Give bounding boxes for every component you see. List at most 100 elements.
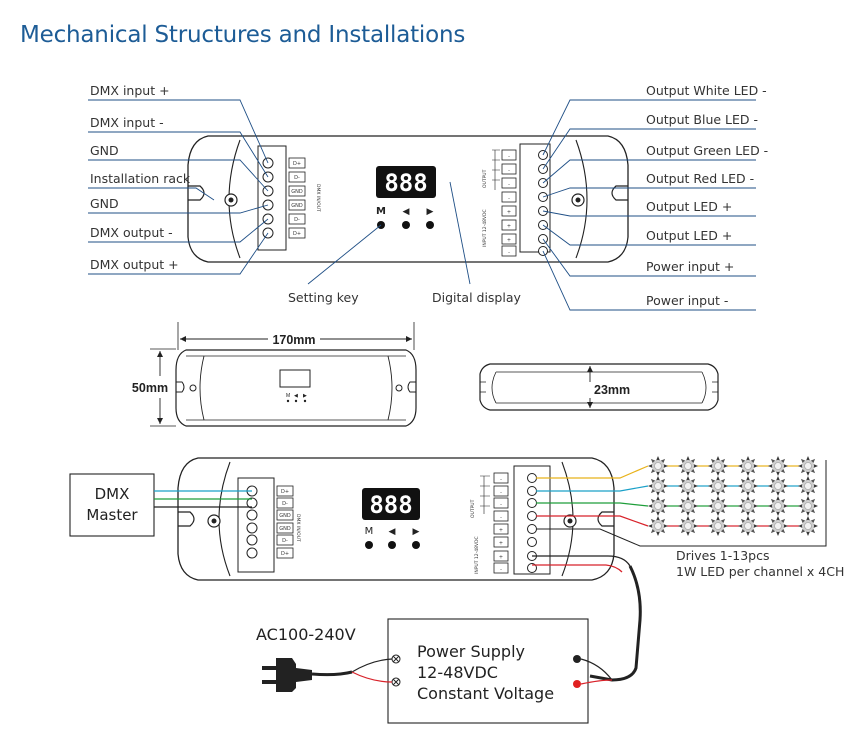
top-dmx-terminal-label: GND xyxy=(291,203,303,209)
wiring-dmx-hole xyxy=(246,547,258,559)
left-callout-label: DMX input + xyxy=(90,83,170,98)
svg-text:M: M xyxy=(286,393,290,399)
drives-note-line2: 1W LED per channel x 4CH xyxy=(676,564,844,579)
dmx-io-label: DMX IN/OUT xyxy=(315,184,321,212)
wiring-output-terminal-label: - xyxy=(500,490,502,496)
led-icon xyxy=(793,491,823,521)
dim-height: 50mm xyxy=(132,381,168,395)
right-callout-label: Output LED + xyxy=(646,199,732,214)
wiring-dmx-io-label: DMX IN/OUT xyxy=(295,514,301,542)
wiring-output-side-label: OUTPUT xyxy=(470,499,476,518)
key-right-button xyxy=(426,221,434,229)
side-view: 23mm xyxy=(479,363,719,411)
right-callout-label: Output Green LED - xyxy=(646,143,768,158)
top-dmx-terminal-label: D- xyxy=(294,217,300,223)
left-callout-label: DMX output - xyxy=(90,225,173,240)
ac-label: AC100-240V xyxy=(256,625,356,644)
led-icon xyxy=(643,491,673,521)
led-icon xyxy=(703,471,733,501)
top-output-terminal-label: - xyxy=(508,250,510,256)
led-output-wires xyxy=(536,460,827,547)
wiring-input-side-label: INPUT 12-48VDC xyxy=(474,536,480,574)
led-icon xyxy=(673,451,703,481)
input-side-label: INPUT 12-48VDC xyxy=(482,209,488,247)
top-dmx-terminal-label: GND xyxy=(291,189,303,195)
led-icon xyxy=(793,511,823,541)
key-left-label: ◀ xyxy=(403,207,410,217)
led-matrix xyxy=(643,451,823,541)
led-icon xyxy=(733,511,763,541)
dim-width: 170mm xyxy=(272,333,315,347)
wiring-output-hole xyxy=(527,511,537,521)
wiring-output-hole xyxy=(527,473,537,483)
wiring-dmx-terminal-label: GND xyxy=(279,513,291,519)
wiring-dmx-hole xyxy=(246,534,258,546)
drives-note-line1: Drives 1-13pcs xyxy=(676,548,770,563)
led-icon xyxy=(643,511,673,541)
led-icon xyxy=(733,451,763,481)
top-output-terminal-label: + xyxy=(507,210,511,216)
left-callout-label: DMX input - xyxy=(90,115,164,130)
key-right-label: ▶ xyxy=(427,207,434,217)
top-dmx-terminal-label: D+ xyxy=(293,231,301,237)
wiring-output-hole xyxy=(527,537,537,547)
svg-text:▶: ▶ xyxy=(303,393,307,399)
left-callout-label: DMX output + xyxy=(90,257,179,272)
wiring-display-digits: 888 xyxy=(369,491,412,519)
led-icon xyxy=(703,491,733,521)
key-m-label: M xyxy=(376,206,386,217)
led-icon xyxy=(673,491,703,521)
setting-key-label: Setting key xyxy=(288,290,359,305)
wiring-output-terminal-label: + xyxy=(499,528,503,534)
wiring-key-m-label: M xyxy=(365,526,374,537)
wiring-output-hole xyxy=(527,486,537,496)
dmx-master-line1: DMX xyxy=(95,485,130,503)
wiring-output-terminal-label: + xyxy=(499,555,503,561)
right-callout-label: Output White LED - xyxy=(646,83,767,98)
output-side-label: OUTPUT xyxy=(482,169,488,188)
digital-display-digits: 888 xyxy=(384,169,427,197)
wiring-dmx-hole xyxy=(246,522,258,534)
wiring-output-terminal-label: - xyxy=(500,515,502,521)
led-icon xyxy=(673,511,703,541)
led-icon xyxy=(793,471,823,501)
led-icon xyxy=(763,451,793,481)
wiring-output-hole xyxy=(527,498,537,508)
wiring-output-hole xyxy=(527,524,537,534)
power-output-wires xyxy=(532,555,642,682)
right-callout-label: Output LED + xyxy=(646,228,732,243)
wiring-key-left-label: ◀ xyxy=(389,527,396,537)
led-icon xyxy=(643,451,673,481)
led-icon xyxy=(703,451,733,481)
front-view: 170mm 50mm M ◀ ▶ xyxy=(132,322,417,427)
right-callout-label: Output Red LED - xyxy=(646,171,754,186)
wiring-dmx-terminal-label: GND xyxy=(279,526,291,532)
wiring-output-terminal-label: - xyxy=(500,477,502,483)
top-output-terminal-label: - xyxy=(508,196,510,202)
top-output-terminal-label: - xyxy=(508,168,510,174)
dmx-master-line2: Master xyxy=(86,506,138,524)
left-leaders: DMX input + DMX input - GND Installation ra… xyxy=(88,83,269,275)
power-supply-box: Power Supply 12-48VDC Constant Voltage xyxy=(387,618,589,724)
led-icon xyxy=(763,491,793,521)
psu-line3: Constant Voltage xyxy=(417,684,554,703)
top-dmx-terminal-label: D- xyxy=(294,175,300,181)
led-icon xyxy=(733,471,763,501)
wiring-output-terminal-label: + xyxy=(499,541,503,547)
left-callout-label: GND xyxy=(90,196,119,211)
wiring-output-terminal-label: - xyxy=(500,502,502,508)
led-icon xyxy=(643,471,673,501)
wiring-output-terminal-label: - xyxy=(500,567,502,573)
key-left-button xyxy=(402,221,410,229)
psu-line1: Power Supply xyxy=(417,642,525,661)
left-callout-label: GND xyxy=(90,143,119,158)
dmx-wires xyxy=(154,490,252,508)
led-icon xyxy=(703,511,733,541)
wiring-dmx-terminal-label: D+ xyxy=(281,551,289,557)
psu-line2: 12-48VDC xyxy=(417,663,498,682)
left-callout-label: Installation rack xyxy=(90,171,191,186)
led-icon xyxy=(763,511,793,541)
svg-text:◀: ◀ xyxy=(294,393,298,399)
